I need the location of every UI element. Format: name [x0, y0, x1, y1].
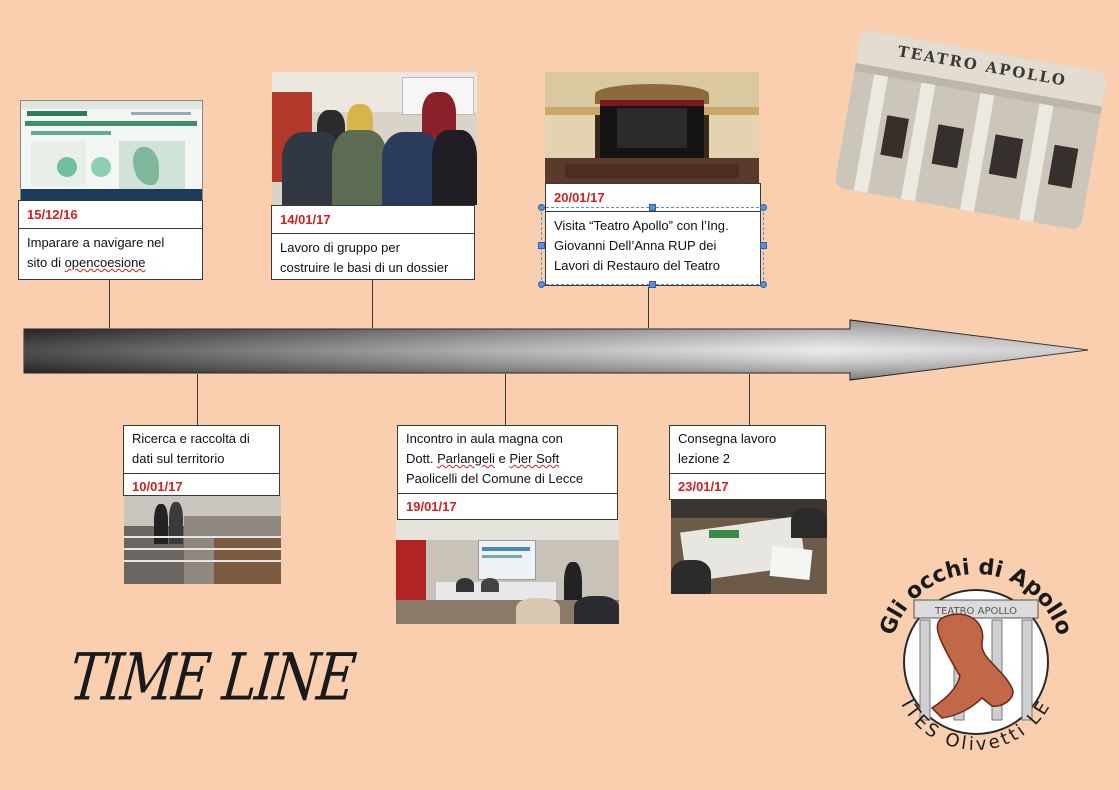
resize-handle[interactable] [538, 242, 545, 249]
teatro-apollo-facade-image: TEATRO APOLLO [834, 29, 1108, 231]
event-date: 10/01/17 [132, 479, 183, 494]
resize-handle[interactable] [538, 204, 545, 211]
event-description: Incontro in aula magna con Dott. Parlang… [406, 431, 584, 486]
connector-line [505, 374, 506, 425]
connector-line [109, 280, 110, 328]
logo-plate-text: TEATRO APOLLO [934, 606, 1017, 617]
page-title: TIME LINE [66, 640, 358, 716]
event-description: Visita “Teatro Apollo” con l’Ing. Giovan… [554, 218, 729, 273]
event-photo-theatre-interior [545, 72, 759, 184]
connector-line [648, 287, 649, 328]
event-card-19-01-17: Incontro in aula magna con Dott. Parlang… [397, 425, 618, 520]
event-date: 19/01/17 [406, 499, 457, 514]
event-date: 14/01/17 [280, 212, 331, 227]
event-photo-meeting-hall [396, 520, 619, 624]
event-description: Consegna lavoro lezione 2 [678, 431, 777, 466]
event-photo-field-research [124, 496, 281, 584]
resize-handle[interactable] [538, 281, 545, 288]
event-card-15-12-16: 15/12/16 Imparare a navigare nel sito di… [18, 200, 203, 280]
timeline-arrow [23, 319, 1089, 381]
event-photo-group-work [272, 72, 477, 205]
event-card-14-01-17: 14/01/17 Lavoro di gruppo per costruire … [271, 205, 475, 280]
connector-line [197, 374, 198, 425]
resize-handle[interactable] [649, 281, 656, 288]
gli-occhi-di-apollo-logo: TEATRO APOLLO Gli occhi di Apollo ITES O… [875, 555, 1077, 755]
resize-handle[interactable] [760, 204, 767, 211]
event-card-10-01-17: Ricerca e raccolta di dati sul territori… [123, 425, 280, 496]
event-card-20-01-17: 20/01/17 Visita “Teatro Apollo” con l’In… [545, 183, 761, 286]
event-description: Imparare a navigare nel sito di opencoes… [27, 235, 165, 270]
connector-line [749, 374, 750, 425]
event-description: Ricerca e raccolta di dati sul territori… [132, 431, 250, 466]
event-card-23-01-17: Consegna lavoro lezione 2 23/01/17 [669, 425, 826, 500]
event-description: Lavoro di gruppo per costruire le basi d… [280, 240, 449, 275]
event-date: 15/12/16 [27, 207, 78, 222]
resize-handle[interactable] [760, 281, 767, 288]
event-photo-classroom-delivery [671, 500, 827, 594]
connector-line [372, 280, 373, 328]
event-date: 20/01/17 [554, 190, 605, 205]
event-photo-opencoesione-website [20, 100, 203, 202]
resize-handle[interactable] [649, 204, 656, 211]
text-selection-frame[interactable] [541, 207, 764, 285]
resize-handle[interactable] [760, 242, 767, 249]
event-date: 23/01/17 [678, 479, 729, 494]
